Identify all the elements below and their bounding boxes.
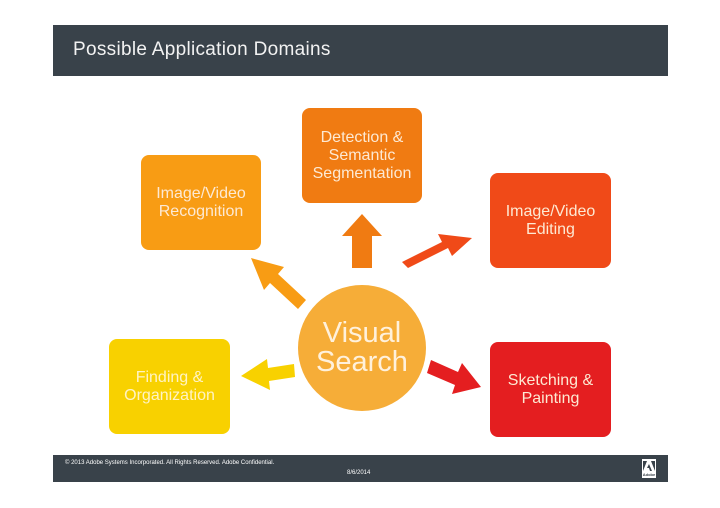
arrow-to-sketching — [427, 360, 481, 394]
slide-date: 8/6/2014 — [347, 470, 371, 476]
domain-detection-box: Detection & Semantic Segmentation — [302, 108, 422, 203]
footer-bar: © 2013 Adobe Systems Incorporated. All R… — [53, 455, 668, 482]
adobe-logo-text: Adobe — [642, 472, 656, 477]
domain-recognition-box: Image/Video Recognition — [141, 155, 261, 250]
domain-editing-box: Image/Video Editing — [490, 173, 611, 268]
arrow-up-detection — [342, 214, 382, 268]
visual-search-circle: Visual Search — [298, 285, 426, 411]
arrow-to-recognition — [251, 258, 306, 309]
adobe-a-icon — [643, 461, 655, 471]
title-bar: Possible Application Domains — [53, 25, 668, 76]
domain-finding-box: Finding & Organization — [109, 339, 230, 434]
slide-title: Possible Application Domains — [73, 39, 331, 60]
copyright-text: © 2013 Adobe Systems Incorporated. All R… — [65, 460, 275, 466]
adobe-logo: Adobe — [642, 459, 656, 478]
domain-sketching-box: Sketching & Painting — [490, 342, 611, 437]
arrow-to-editing — [402, 234, 472, 268]
arrow-to-finding — [241, 359, 295, 390]
